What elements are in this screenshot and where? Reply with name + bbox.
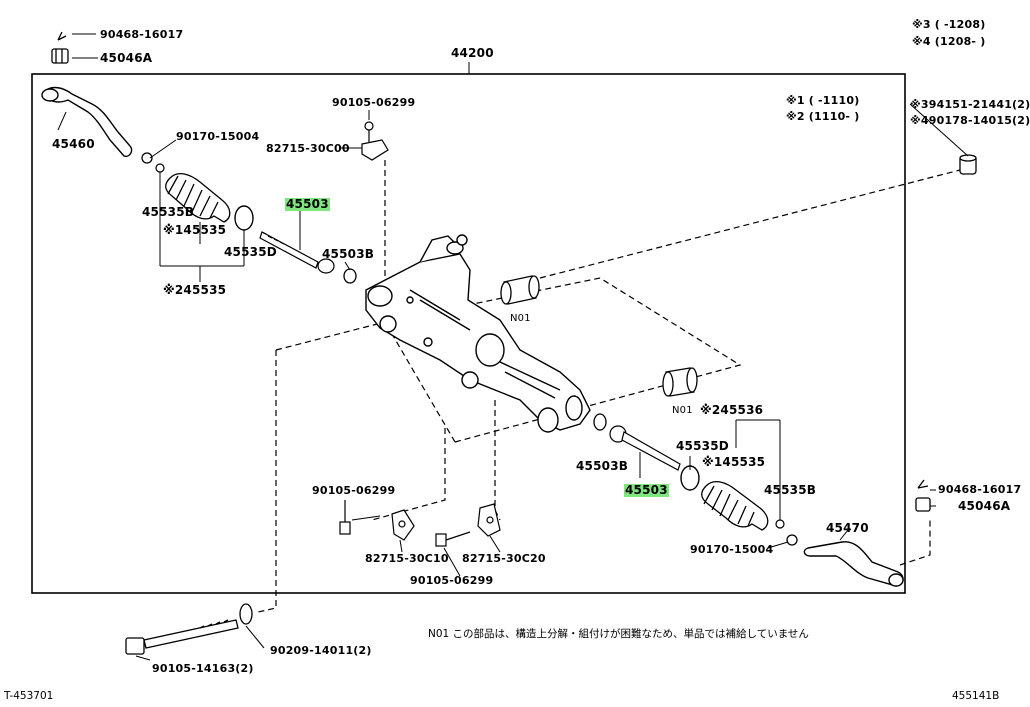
tie-rod-end-left bbox=[41, 86, 133, 158]
footnote-n01: N01 この部品は、構造上分解・組付けが困難なため、単品では補給していません bbox=[428, 628, 809, 640]
part-45535d-right[interactable]: 45535D bbox=[676, 439, 729, 453]
bushing-94151 bbox=[959, 154, 977, 175]
part-1-45535-left[interactable]: ※145535 bbox=[163, 223, 227, 237]
part-4-90178-14015[interactable]: ※490178-14015(2) bbox=[910, 114, 1030, 127]
part-82715-30c20[interactable]: 82715-30C20 bbox=[462, 552, 546, 565]
part-45470[interactable]: 45470 bbox=[826, 521, 869, 535]
part-45503-top[interactable]: 45503 bbox=[285, 197, 330, 211]
tie-rod-end-right bbox=[803, 541, 904, 587]
bushing-n01-lower bbox=[662, 367, 698, 397]
castle-nut-right bbox=[915, 497, 931, 512]
part-45535b-left[interactable]: 45535B bbox=[142, 205, 195, 219]
part-90209-14011[interactable]: 90209-14011(2) bbox=[270, 644, 372, 657]
cotter-pin-left bbox=[57, 31, 67, 41]
part-82715-30c00[interactable]: 82715-30C00 bbox=[266, 142, 350, 155]
part-n01-lower[interactable]: N01 bbox=[672, 405, 693, 416]
part-45503b-left[interactable]: 45503B bbox=[322, 247, 375, 261]
part-45535b-right[interactable]: 45535B bbox=[764, 483, 817, 497]
bracket-top bbox=[361, 121, 389, 161]
leader-lines bbox=[57, 33, 969, 661]
part-90105-06299-top[interactable]: 90105-06299 bbox=[332, 96, 416, 109]
part-90170-15004-left[interactable]: 90170-15004 bbox=[176, 130, 260, 143]
washer-90209 bbox=[239, 603, 253, 625]
part-90105-06299-bottom[interactable]: 90105-06299 bbox=[410, 574, 494, 587]
part-45503b-right[interactable]: 45503B bbox=[576, 459, 629, 473]
castle-nut-left bbox=[51, 48, 69, 64]
bracket-82715-30c20 bbox=[477, 503, 501, 537]
part-90170-15004-right[interactable]: 90170-15004 bbox=[690, 543, 774, 556]
inner-tie-rod-right bbox=[609, 425, 681, 471]
figure-id-right: 455141B bbox=[952, 690, 1000, 702]
boot-right bbox=[701, 480, 769, 531]
note-top-right-1: ※3 ( -1208) bbox=[912, 18, 986, 31]
clip-right bbox=[786, 534, 798, 546]
part-3-94151-21441[interactable]: ※394151-21441(2) bbox=[910, 98, 1030, 111]
figure-id-left: T-453701 bbox=[4, 690, 54, 702]
washer-45503b-left bbox=[343, 268, 357, 284]
note-mid-2: ※2 (1110- ) bbox=[786, 110, 860, 123]
washer-45503b-right bbox=[593, 413, 607, 431]
part-n01-upper[interactable]: N01 bbox=[510, 313, 531, 324]
bracket-82715-30c10 bbox=[391, 509, 415, 541]
bolt-90105-bottom bbox=[435, 531, 471, 547]
clip-left bbox=[141, 152, 153, 164]
part-45046a-left[interactable]: 45046A bbox=[100, 51, 153, 65]
inner-tie-rod-left bbox=[259, 231, 335, 274]
part-45535d-left[interactable]: 45535D bbox=[224, 245, 277, 259]
part-45046a-right[interactable]: 45046A bbox=[958, 499, 1011, 513]
bolt-90105-14163 bbox=[125, 619, 239, 655]
ring-left bbox=[155, 163, 165, 173]
bolt-90105-left bbox=[339, 500, 351, 535]
bushing-n01-upper bbox=[500, 275, 540, 305]
part-2-45535-left[interactable]: ※245535 bbox=[163, 283, 227, 297]
part-90468-16017-right[interactable]: 90468-16017 bbox=[938, 483, 1022, 496]
part-1-45535-right[interactable]: ※145535 bbox=[702, 455, 766, 469]
part-45460[interactable]: 45460 bbox=[52, 137, 95, 151]
part-90105-06299-left[interactable]: 90105-06299 bbox=[312, 484, 396, 497]
clamp-left bbox=[234, 205, 254, 231]
boot-left bbox=[165, 172, 231, 223]
part-2-45536[interactable]: ※245536 bbox=[700, 403, 764, 417]
part-90105-14163[interactable]: 90105-14163(2) bbox=[152, 662, 254, 675]
ring-right bbox=[775, 519, 785, 529]
note-mid-1: ※1 ( -1110) bbox=[786, 94, 860, 107]
part-82715-30c10[interactable]: 82715-30C10 bbox=[365, 552, 449, 565]
part-90468-16017-left[interactable]: 90468-16017 bbox=[100, 28, 184, 41]
part-45503-bottom[interactable]: 45503 bbox=[624, 483, 669, 497]
cotter-pin-right bbox=[917, 479, 929, 489]
part-44200[interactable]: 44200 bbox=[451, 46, 494, 60]
steering-rack-body bbox=[365, 234, 591, 433]
note-top-right-2: ※4 (1208- ) bbox=[912, 35, 986, 48]
